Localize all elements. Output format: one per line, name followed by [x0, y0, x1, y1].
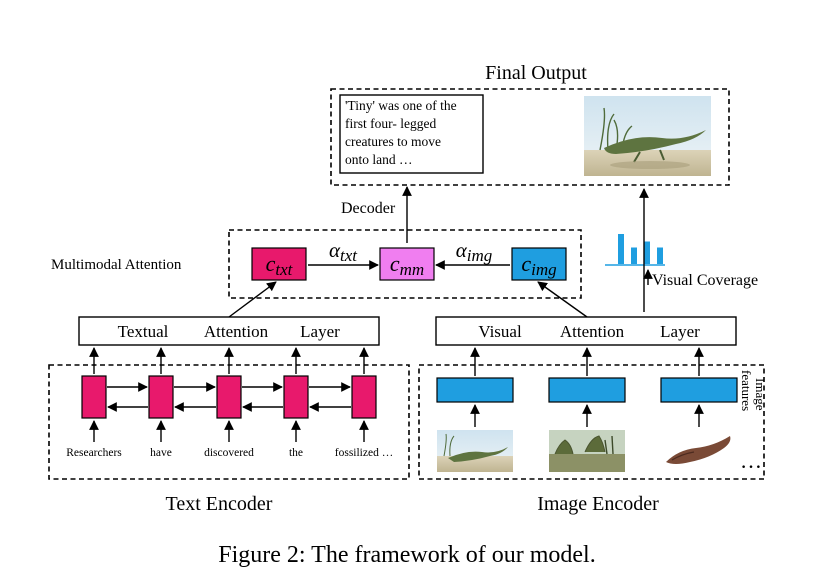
figure-caption: Figure 2: The framework of our model.	[218, 542, 595, 568]
textual-attention-word: Layer	[300, 322, 340, 341]
summary-line: first four- legged	[345, 116, 436, 131]
textual-attention-word: Attention	[204, 322, 269, 341]
textual-attention-layer	[78, 316, 380, 346]
coverage-bar	[631, 247, 637, 264]
input-image-2	[549, 430, 625, 472]
text-rnn-cell	[283, 375, 309, 419]
image-encoder-label: Image Encoder	[537, 493, 659, 515]
alpha-txt-label: αtxt	[329, 238, 358, 265]
textual-attention-word: Textual	[118, 322, 169, 341]
visual-attention-word: Visual	[478, 322, 522, 341]
coverage-bar	[644, 241, 650, 264]
summary-text: 'Tiny' was one of the first four- legged…	[345, 98, 460, 167]
input-word: fossilized …	[335, 447, 393, 459]
visual-coverage-label: Visual Coverage	[652, 272, 758, 289]
input-word: the	[289, 447, 303, 459]
image-features-label: Image features	[739, 370, 768, 414]
text-rnn-cell	[216, 375, 242, 419]
textual-to-ctxt-arrow	[228, 281, 277, 318]
input-word: have	[150, 447, 172, 459]
input-word: discovered	[204, 447, 254, 459]
visual-coverage-chart	[618, 234, 663, 264]
input-image-3	[661, 430, 737, 472]
final-output-container	[330, 88, 730, 186]
final-output-title: Final Output	[485, 62, 587, 84]
summary-line: 'Tiny' was one of the	[345, 98, 457, 113]
c-mm-label: cmm	[390, 251, 424, 279]
image-feature-box	[548, 377, 626, 403]
c-img-box	[511, 247, 567, 281]
decoder-label: Decoder	[341, 200, 396, 217]
multimodal-attention-container	[228, 229, 582, 299]
c-img-label: cimg	[521, 251, 556, 279]
image-feature-box	[436, 377, 514, 403]
input-word: Researchers	[66, 447, 122, 459]
c-txt-box	[251, 247, 307, 281]
coverage-bar	[618, 234, 624, 264]
output-image	[584, 96, 711, 176]
visual-attention-word: Attention	[560, 322, 625, 341]
image-feature-box	[660, 377, 738, 403]
text-encoder-cells: Researchers have discovered the fossilized …	[66, 347, 393, 459]
image-ellipsis: …	[740, 448, 762, 473]
text-rnn-cell	[81, 375, 107, 419]
c-txt-label: ctxt	[266, 251, 294, 279]
text-rnn-cell	[148, 375, 174, 419]
input-image-1	[437, 430, 513, 472]
image-encoder-container	[418, 364, 765, 480]
multimodal-attention-label: Multimodal Attention	[51, 257, 182, 273]
visual-to-cimg-arrow	[537, 281, 588, 318]
c-mm-box	[379, 247, 435, 281]
alpha-img-label: αimg	[456, 238, 493, 265]
text-rnn-cell	[351, 375, 377, 419]
image-encoder-cells	[436, 347, 738, 427]
summary-line: onto land …	[345, 152, 413, 167]
summary-line: creatures to move	[345, 134, 441, 149]
text-encoder-label: Text Encoder	[166, 493, 273, 515]
summary-text-box	[339, 94, 484, 174]
coverage-bar	[657, 247, 663, 264]
visual-attention-word: Layer	[660, 322, 700, 341]
